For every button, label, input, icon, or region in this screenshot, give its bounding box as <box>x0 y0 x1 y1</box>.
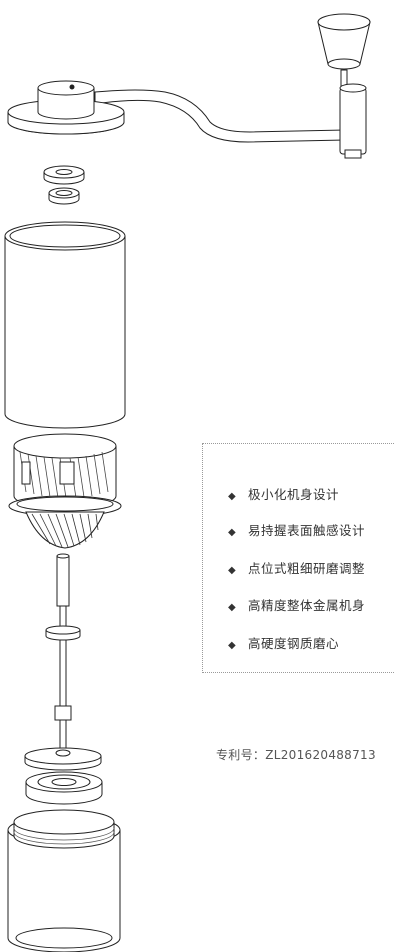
top-nut <box>7 80 125 135</box>
lower-washer <box>24 747 102 771</box>
inner-cone-burr <box>25 511 105 549</box>
feature-text: 易持握表面触感设计 <box>248 523 366 538</box>
washer-top <box>43 165 85 185</box>
handle-knob <box>317 13 371 89</box>
feature-item: ◆ 易持握表面触感设计 <box>228 520 365 539</box>
feature-text: 高硬度钢质磨心 <box>248 636 340 651</box>
patent-label: 专利号： <box>216 748 266 762</box>
diamond-bullet-icon: ◆ <box>228 640 237 651</box>
drive-shaft <box>45 553 81 757</box>
collection-jar <box>7 809 121 952</box>
washer-bottom <box>48 187 80 205</box>
feature-text: 高精度整体金属机身 <box>248 598 366 613</box>
outer-burr-ring <box>13 433 117 509</box>
diamond-bullet-icon: ◆ <box>228 527 237 538</box>
feature-item: ◆ 极小化机身设计 <box>228 484 339 503</box>
feature-item: ◆ 高精度整体金属机身 <box>228 595 365 614</box>
patent-line: 专利号：ZL201620488713 <box>216 746 376 763</box>
handle-arm <box>94 83 367 159</box>
features-box <box>202 443 395 673</box>
feature-text: 点位式粗细研磨调整 <box>248 561 366 576</box>
patent-number: ZL201620488713 <box>265 748 376 762</box>
diamond-bullet-icon: ◆ <box>228 602 237 613</box>
diamond-bullet-icon: ◆ <box>228 565 237 576</box>
diamond-bullet-icon: ◆ <box>228 491 237 502</box>
feature-item: ◆ 点位式粗细研磨调整 <box>228 558 365 577</box>
feature-text: 极小化机身设计 <box>248 487 340 502</box>
body-cylinder <box>4 221 126 429</box>
feature-item: ◆ 高硬度钢质磨心 <box>228 633 339 652</box>
adjustment-dial <box>25 771 103 805</box>
